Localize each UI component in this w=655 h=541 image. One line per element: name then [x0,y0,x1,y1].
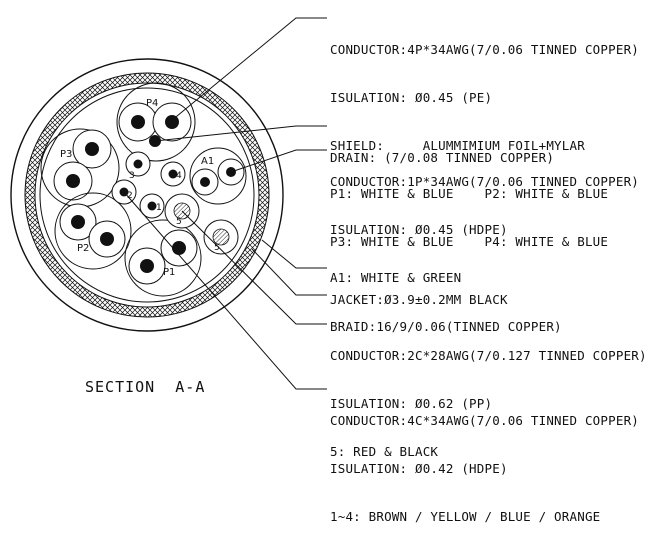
label-p3: P3 [60,149,72,160]
pair-p1 [124,219,202,297]
callout-line: JACKET:Ø3.9±0.2MM BLACK [330,292,508,307]
callout-line: 1~4: BROWN / YELLOW / BLUE / ORANGE [330,509,601,524]
label-c3: 3 [129,171,135,181]
leader-conductor-1p [230,149,327,173]
leader-braid [251,248,327,296]
leader-conductor-4p [170,17,327,122]
callout-line: CONDUCTOR:1P*34AWG(7/0.06 TINNED COPPER) [330,174,640,189]
conductor-4 [160,161,186,187]
callout-line: ISULATION: Ø0.62 (PP) [330,396,493,411]
label-c1: 1 [156,203,162,213]
pair-p3 [40,128,120,208]
conductor-3 [125,151,151,177]
label-p2: P2 [77,243,89,254]
label-p1: P1 [163,267,175,278]
callout-conductor-4p: CONDUCTOR:4P*34AWG(7/0.06 TINNED COPPER)… [330,10,639,266]
callout-line: A1: WHITE & GREEN [330,270,462,285]
leader-conductor-4c [123,191,327,390]
callout-line: CONDUCTOR:4C*34AWG(7/0.06 TINNED COPPER) [330,413,640,428]
label-c5a: 5 [176,217,182,227]
pair-p4 [116,82,196,162]
callout-line: ISULATION: Ø0.45 (HDPE) [330,222,508,237]
callout-line: ISULATION: Ø0.42 (HDPE) [330,461,508,476]
callout-line: CONDUCTOR:4P*34AWG(7/0.06 TINNED COPPER) [330,42,640,57]
leader-drain [154,125,327,142]
callout-conductor-1p: CONDUCTOR:1P*34AWG(7/0.06 TINNED COPPER)… [330,142,639,302]
callout-line: ISULATION: Ø0.45 (PE) [330,90,493,105]
callout-line: BRAID:16/9/0.06(TINNED COPPER) [330,319,562,334]
conductor-5b [203,219,239,255]
leader-jacket [261,239,327,269]
label-a1: A1 [201,156,214,167]
section-title: SECTION A-A [85,378,206,396]
pair-p2 [54,192,132,270]
callout-conductor-4c: CONDUCTOR:4C*34AWG(7/0.06 TINNED COPPER)… [330,381,639,541]
callout-jacket: JACKET:Ø3.9±0.2MM BLACK [330,260,508,324]
label-c4: 4 [176,171,182,181]
label-p4: P4 [146,98,158,109]
cable-cross-section: P4 P3 P2 P1 A1 1 2 3 4 5 5 [10,17,327,390]
callout-line: SHIELD: ALUMMIMIUM FOIL+MYLAR [330,138,585,153]
label-c2: 2 [127,191,133,201]
callout-line: DRAIN: (7/0.08 TINNED COPPER) [330,150,555,165]
leader-lines [123,17,327,390]
callout-line: CONDUCTOR:2C*28AWG(7/0.127 TINNED COPPER… [330,348,647,363]
label-c5b: 5 [214,243,220,253]
callout-braid: BRAID:16/9/0.06(TINNED COPPER) [330,287,562,351]
callout-drain: DRAIN: (7/0.08 TINNED COPPER) [330,118,554,182]
callout-line: P3: WHITE & BLUE P4: WHITE & BLUE [330,234,609,249]
conductor-1 [139,193,165,219]
leader-conductor-2c [181,210,327,325]
shield-ring [39,87,255,303]
callout-line: P1: WHITE & BLUE P2: WHITE & BLUE [330,186,609,201]
